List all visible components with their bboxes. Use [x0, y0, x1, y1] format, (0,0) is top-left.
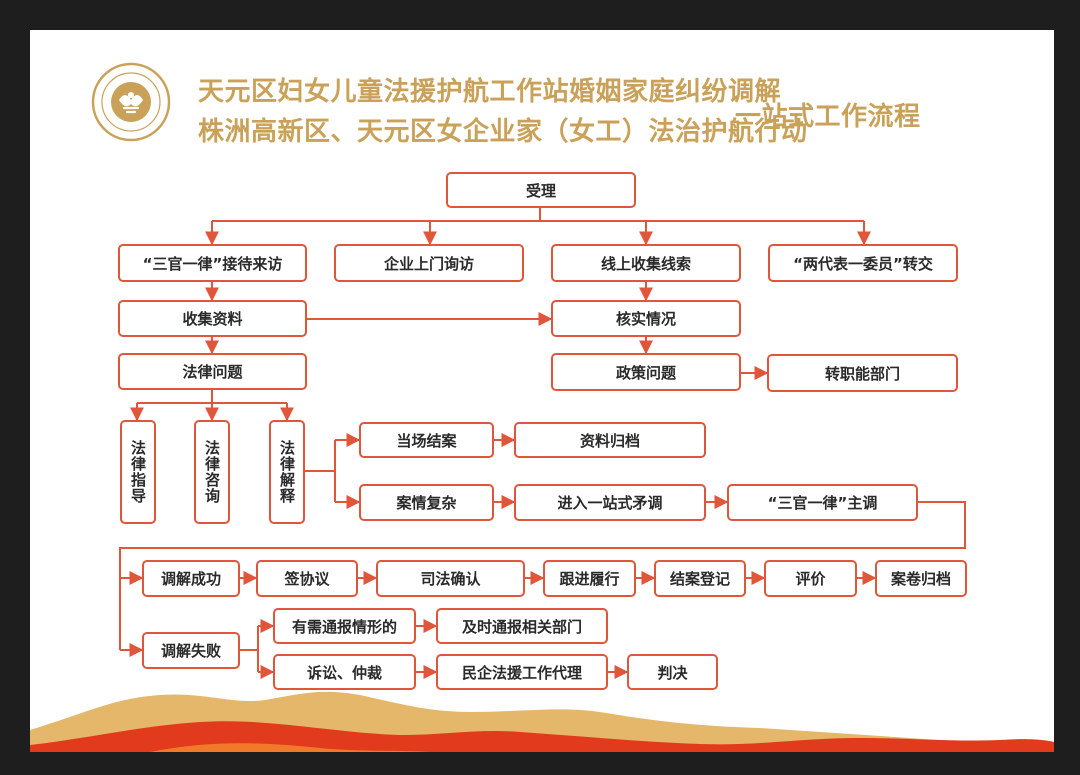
node-legal-aid-agent: 民企法援工作代理: [436, 654, 608, 690]
node-judgment: 判决: [627, 654, 718, 690]
node-complex-case: 案情复杂: [359, 484, 494, 521]
node-case-register: 结案登记: [654, 560, 746, 597]
node-notify-departments: 及时通报相关部门: [436, 608, 608, 644]
node-archive-materials: 资料归档: [514, 422, 706, 458]
title-suffix: 一站式工作流程: [735, 102, 921, 132]
node-archive-file: 案卷归档: [875, 560, 967, 597]
node-legal-consult: 法律咨询: [194, 420, 230, 524]
node-close-on-site: 当场结案: [359, 422, 494, 458]
node-mediation-success: 调解成功: [142, 560, 240, 597]
node-evaluate: 评价: [764, 560, 857, 597]
node-policy-issue: 政策问题: [551, 353, 741, 391]
node-legal-explain: 法律解释: [269, 420, 305, 524]
node-online-clues: 线上收集线索: [551, 244, 741, 282]
node-legal-guidance: 法律指导: [120, 420, 156, 524]
node-lead-mediation: “三官一律”主调: [727, 484, 918, 521]
title-line-1: 天元区妇女儿童法援护航工作站婚姻家庭纠纷调解: [198, 77, 782, 107]
node-litigation: 诉讼、仲裁: [273, 654, 416, 690]
node-collect-materials: 收集资料: [118, 300, 307, 337]
node-accept: 受理: [446, 172, 636, 208]
node-follow-up: 跟进履行: [543, 560, 636, 597]
node-judicial-confirm: 司法确认: [376, 560, 525, 597]
node-transfer-dept: 转职能部门: [767, 354, 958, 392]
women-federation-emblem-icon: [91, 62, 171, 142]
node-legal-issue: 法律问题: [118, 353, 307, 390]
node-enterprise-visit: 企业上门询访: [334, 244, 524, 282]
node-mediation-fail: 调解失败: [142, 632, 240, 669]
node-two-reps: “两代表一委员”转交: [768, 244, 958, 282]
node-one-stop-mediation: 进入一站式矛调: [514, 484, 706, 521]
node-sign-agreement: 签协议: [256, 560, 358, 597]
node-verify: 核实情况: [551, 300, 741, 337]
node-needs-report: 有需通报情形的: [273, 608, 416, 644]
node-reception: “三官一律”接待来访: [118, 244, 307, 282]
title-line-2: 株洲高新区、天元区女企业家（女工）法治护航行动: [198, 117, 808, 147]
